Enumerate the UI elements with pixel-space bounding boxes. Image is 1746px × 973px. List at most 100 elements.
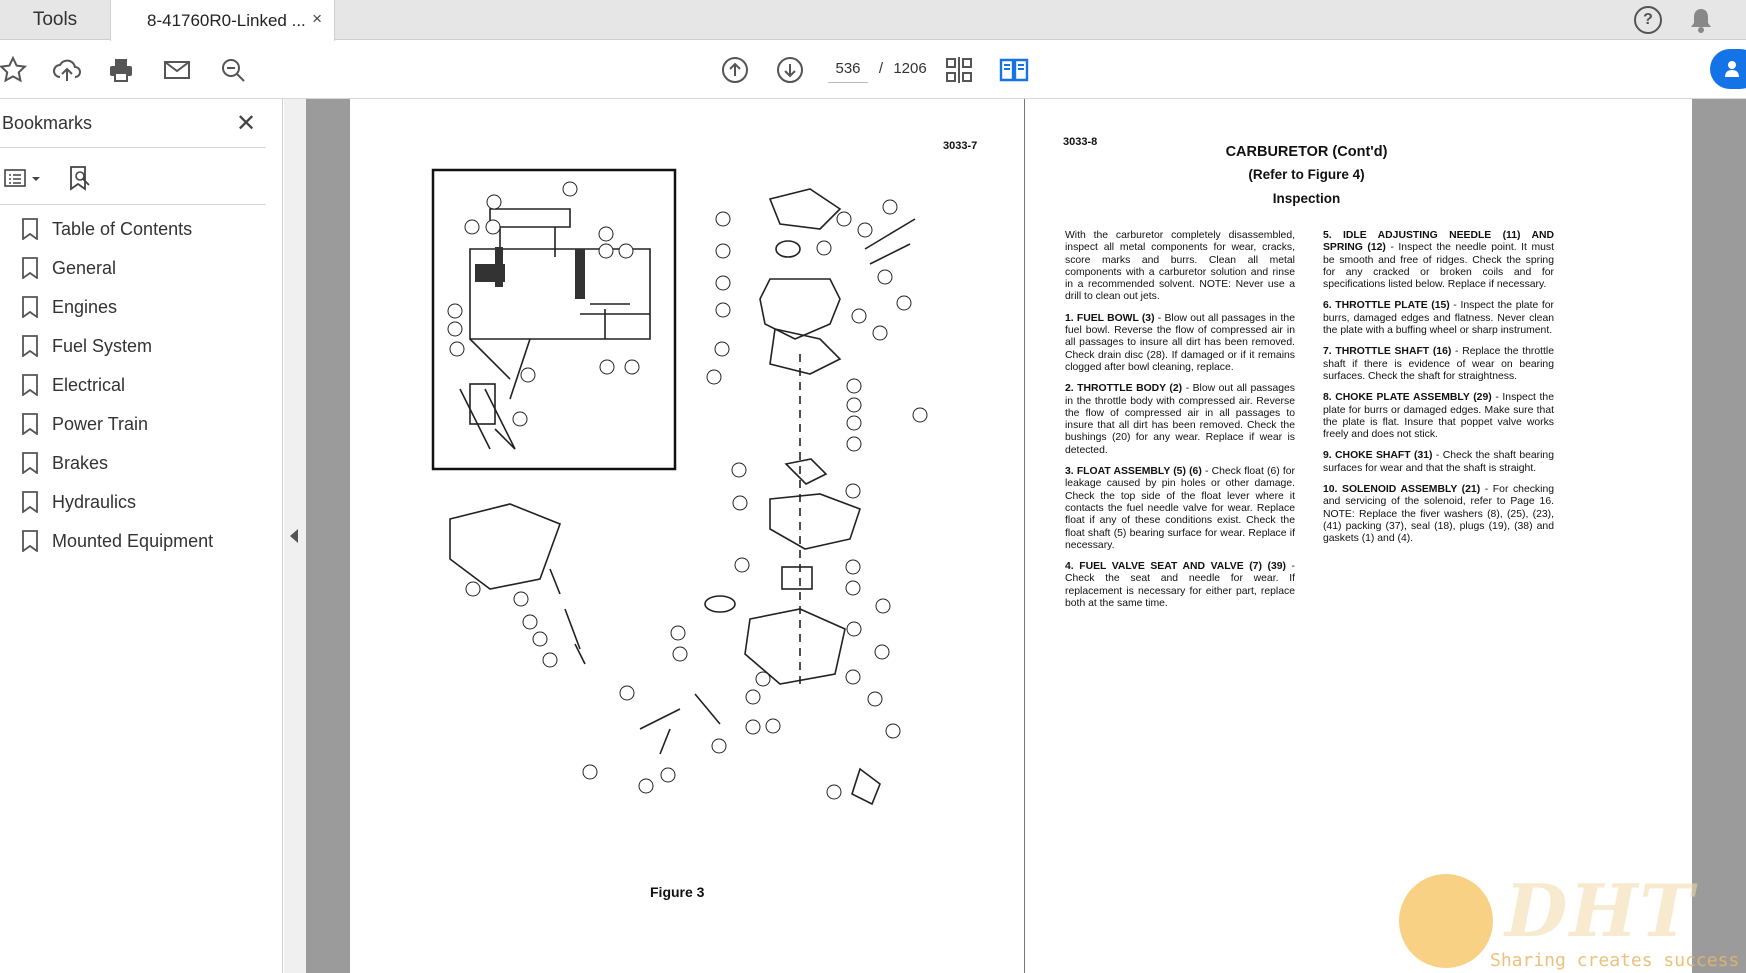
- step-paragraph: 2. THROTTLE BODY (2) - Blow out all pass…: [1065, 383, 1295, 457]
- bookmark-label: Electrical: [52, 374, 126, 395]
- section-title: CARBURETOR (Cont'd): [1225, 144, 1388, 160]
- intro-paragraph: With the carburetor completely disassemb…: [1065, 230, 1295, 303]
- text-column-left: With the carburetor completely disassemb…: [1065, 230, 1295, 619]
- bookmark-label: Fuel System: [52, 335, 153, 356]
- bookmark-item[interactable]: Engines: [22, 292, 117, 322]
- step-text: - Blow out all passages in the throttle …: [1065, 383, 1295, 456]
- watermark-text: DHT: [1505, 868, 1696, 953]
- bookmark-label: Brakes: [52, 452, 109, 473]
- bookmark-item[interactable]: General: [22, 253, 116, 283]
- bookmark-icon: [22, 374, 38, 396]
- watermark-logo-icon: [1399, 874, 1493, 968]
- bookmark-icon: [22, 452, 38, 474]
- text-column-right: 5. IDLE ADJUSTING NEEDLE (11) AND SPRING…: [1323, 230, 1554, 555]
- step-heading: 5. IDLE ADJUSTING NEEDLE (11) AND SPRING…: [1323, 230, 1554, 254]
- step-heading: 2. THROTTLE BODY (2): [1065, 383, 1183, 395]
- options-icon[interactable]: [4, 169, 44, 189]
- arrow-up-icon[interactable]: [716, 51, 754, 89]
- step-paragraph: 8. CHOKE PLATE ASSEMBLY (29) - Inspect t…: [1323, 392, 1554, 441]
- bell-icon[interactable]: [1688, 6, 1714, 34]
- step-text: - Check float (6) for leakage caused by …: [1065, 466, 1296, 551]
- page-separator: /: [878, 60, 884, 77]
- bookmarks-panel: Bookmarks ✕ Table of Contents General En…: [0, 99, 283, 973]
- share-button[interactable]: [1710, 49, 1746, 89]
- bookmark-item[interactable]: Brakes: [22, 448, 108, 478]
- mail-icon[interactable]: [158, 51, 196, 89]
- step-paragraph: 9. CHOKE SHAFT (31) - Check the shaft be…: [1323, 450, 1554, 475]
- step-heading: 6. THROTTLE PLATE (15): [1323, 300, 1450, 312]
- zoom-icon[interactable]: [214, 51, 252, 89]
- collapse-arrow-icon: [290, 529, 298, 543]
- bookmark-item[interactable]: Hydraulics: [22, 487, 136, 517]
- two-page-icon[interactable]: [995, 51, 1033, 89]
- bookmark-item[interactable]: Mounted Equipment: [22, 526, 213, 556]
- bookmarks-title: Bookmarks: [2, 113, 93, 133]
- bookmark-tools: [0, 155, 266, 205]
- bookmark-icon: [22, 413, 38, 435]
- tab-document-label: 8-41760R0-Linked ...: [147, 10, 306, 30]
- step-heading: 7. THROTTLE SHAFT (16): [1323, 346, 1452, 358]
- bookmark-icon: [22, 296, 38, 318]
- fit-page-icon[interactable]: [940, 51, 978, 89]
- section-heading: Inspection: [1272, 191, 1341, 206]
- bookmark-icon: [22, 257, 38, 279]
- step-text: - Inspect the plate for burrs, damaged e…: [1323, 300, 1554, 337]
- bookmark-search-icon[interactable]: [68, 165, 94, 193]
- step-paragraph: 6. THROTTLE PLATE (15) - Inspect the pla…: [1323, 300, 1554, 337]
- step-heading: 1. FUEL BOWL (3): [1065, 312, 1155, 324]
- step-heading: 9. CHOKE SHAFT (31): [1323, 450, 1433, 462]
- bookmark-item[interactable]: Electrical: [22, 370, 125, 400]
- step-text: - For checking and servicing of the sole…: [1323, 484, 1554, 545]
- star-icon[interactable]: [0, 51, 32, 89]
- figure-caption: Figure 3: [650, 884, 705, 900]
- page-number: 3033-8: [1063, 136, 1098, 148]
- step-text: - Blow out all passages in the fuel bowl…: [1065, 312, 1295, 373]
- document-viewer[interactable]: 3033-7: [306, 99, 1746, 973]
- page-right: 3033-8 CARBURETOR (Cont'd) (Refer to Fig…: [1025, 99, 1692, 973]
- bookmark-icon: [22, 218, 38, 240]
- step-heading: 8. CHOKE PLATE ASSEMBLY (29): [1323, 392, 1492, 404]
- step-paragraph: 5. IDLE ADJUSTING NEEDLE (11) AND SPRING…: [1323, 230, 1554, 291]
- step-text: - Check the seat and needle for wear. If…: [1065, 561, 1295, 610]
- step-heading: 10. SOLENOID ASSEMBLY (21): [1323, 484, 1481, 496]
- step-heading: 4. FUEL VALVE SEAT AND VALVE (7) (39): [1065, 561, 1286, 573]
- watermark-slogan: Sharing creates success: [1490, 950, 1740, 971]
- section-subtitle: (Refer to Figure 4): [1248, 167, 1365, 182]
- step-paragraph: 7. THROTTLE SHAFT (16) - Replace the thr…: [1323, 346, 1554, 383]
- bookmark-item[interactable]: Fuel System: [22, 331, 152, 361]
- bookmark-label: Mounted Equipment: [52, 530, 214, 551]
- bookmark-label: Table of Contents: [52, 218, 193, 239]
- step-text: - Replace the throttle shaft if there is…: [1323, 346, 1554, 382]
- tab-tools[interactable]: Tools: [32, 9, 78, 30]
- bookmark-label: Engines: [52, 296, 118, 317]
- step-text: - Inspect the plate for burrs or damaged…: [1323, 392, 1554, 441]
- page-number-input[interactable]: 536: [828, 55, 868, 83]
- carburetor-exploded-diagram: [431, 168, 928, 806]
- step-text: - Check the shaft bearing surfaces for w…: [1323, 450, 1554, 474]
- page-number: 3033-7: [943, 140, 978, 152]
- step-paragraph: 4. FUEL VALVE SEAT AND VALVE (7) (39) - …: [1065, 561, 1295, 610]
- toolbar: 536 / 1206: [0, 41, 1746, 99]
- bookmark-item[interactable]: Power Train: [22, 409, 148, 439]
- bookmark-label: General: [52, 257, 117, 278]
- close-icon[interactable]: ✕: [236, 110, 257, 137]
- divider: [0, 204, 266, 205]
- bookmark-icon: [22, 491, 38, 513]
- step-paragraph: 1. FUEL BOWL (3) - Blow out all passages…: [1065, 313, 1295, 374]
- divider: [0, 147, 266, 148]
- tab-close-icon[interactable]: ×: [312, 9, 322, 28]
- bookmark-icon: [22, 530, 38, 552]
- page-left: 3033-7: [350, 99, 1024, 973]
- tab-document[interactable]: 8-41760R0-Linked ... ×: [110, 0, 335, 41]
- step-text: - Inspect the needle point. It must be s…: [1323, 242, 1555, 291]
- bookmark-label: Hydraulics: [52, 491, 137, 512]
- bookmark-icon: [22, 335, 38, 357]
- upload-icon[interactable]: [48, 51, 86, 89]
- help-icon[interactable]: ?: [1634, 6, 1662, 34]
- bookmark-item[interactable]: Table of Contents: [22, 214, 192, 244]
- sidebar-collapse-handle[interactable]: [284, 99, 306, 973]
- step-paragraph: 10. SOLENOID ASSEMBLY (21) - For checkin…: [1323, 484, 1554, 545]
- step-paragraph: 3. FLOAT ASSEMBLY (5) (6) - Check float …: [1065, 466, 1295, 552]
- arrow-down-icon[interactable]: [771, 51, 809, 89]
- print-icon[interactable]: [102, 51, 140, 89]
